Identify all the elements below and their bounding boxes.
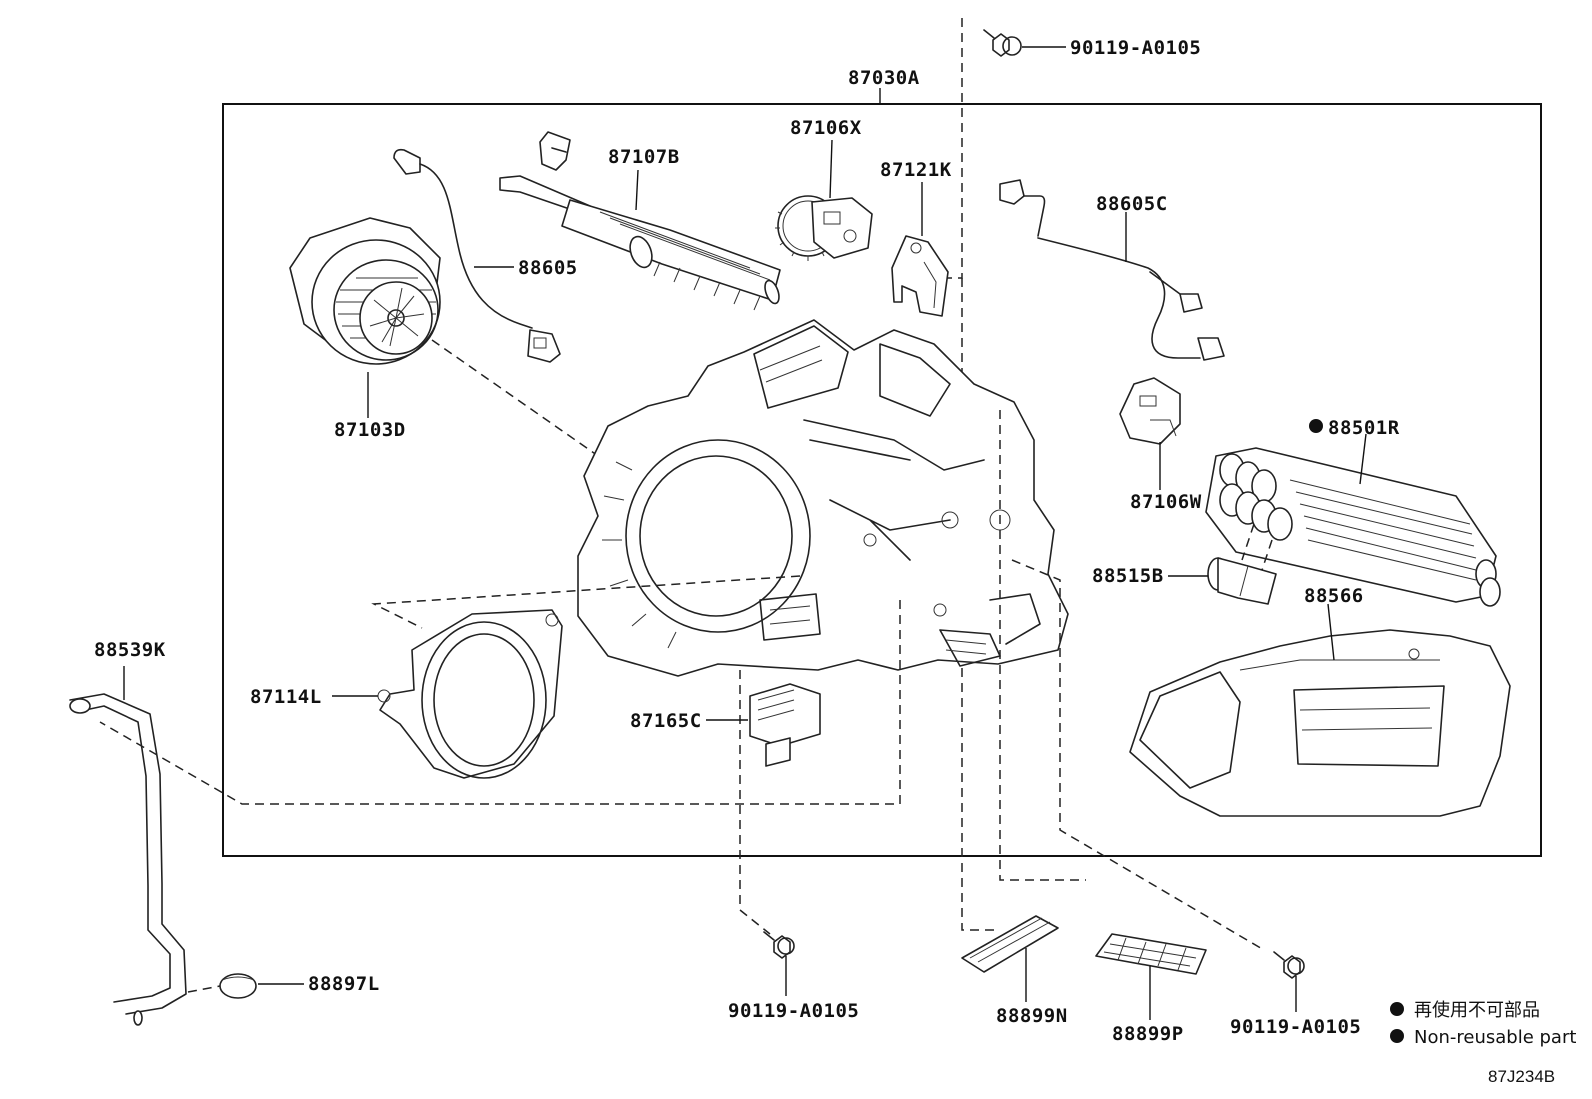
label-87107B[interactable]: 87107B: [608, 146, 680, 168]
ring-seal-87114L-icon: [377, 609, 563, 779]
wire-harness-88605-icon: [393, 148, 561, 363]
label-88605[interactable]: 88605: [518, 257, 578, 279]
label-bolt-bottom-right[interactable]: 90119-A0105: [1230, 1016, 1361, 1038]
label-88501R[interactable]: 88501R: [1328, 417, 1400, 439]
diagram-code: 87J234B: [1488, 1067, 1555, 1086]
bolt-bottom-left-icon: [763, 931, 795, 959]
label-88899N[interactable]: 88899N: [996, 1005, 1068, 1027]
label-87106W[interactable]: 87106W: [1130, 491, 1202, 513]
label-bolt-bottom-left[interactable]: 90119-A0105: [728, 1000, 859, 1022]
bracket-87121K-icon: [891, 235, 949, 317]
blower-controller-87165C-icon: [749, 683, 821, 767]
label-87030A[interactable]: 87030A: [848, 67, 920, 89]
lower-case-88566-icon: [1129, 629, 1511, 817]
filter-88899P-icon: [1095, 933, 1207, 975]
label-88566[interactable]: 88566: [1304, 585, 1364, 607]
wire-harness-88605C-icon: [999, 179, 1225, 361]
bolt-bottom-right-icon: [1273, 951, 1305, 979]
label-87165C[interactable]: 87165C: [630, 710, 702, 732]
legend-japanese: 再使用不可部品: [1414, 1000, 1540, 1021]
expansion-valve-88515B-icon: [1207, 557, 1277, 605]
label-87103D[interactable]: 87103D: [334, 419, 406, 441]
evaporator-88501R-icon: [1205, 447, 1501, 607]
ac-unit-housing-icon: [577, 319, 1069, 677]
blower-motor-87103D-icon: [289, 217, 441, 365]
assembly-frame: [222, 103, 1542, 857]
servo-motor-87106W-icon: [1119, 377, 1181, 445]
label-87106X[interactable]: 87106X: [790, 117, 862, 139]
non-reusable-mark-icon: [1309, 419, 1323, 433]
label-87121K[interactable]: 87121K: [880, 159, 952, 181]
legend-english: Non-reusable part: [1414, 1027, 1576, 1048]
plate-88899N-icon: [961, 915, 1059, 973]
legend-bullet-en-icon: [1390, 1029, 1404, 1043]
bolt-top-icon: [983, 29, 1022, 57]
label-bolt-top[interactable]: 90119-A0105: [1070, 37, 1201, 59]
label-88605C[interactable]: 88605C: [1096, 193, 1168, 215]
label-88539K[interactable]: 88539K: [94, 639, 166, 661]
legend-bullet-jp-icon: [1390, 1002, 1404, 1016]
label-88515B[interactable]: 88515B: [1092, 565, 1164, 587]
drain-hose-88539K-icon: [69, 693, 187, 1026]
label-87114L[interactable]: 87114L: [250, 686, 322, 708]
servo-motor-87106X-icon: [775, 195, 873, 261]
grommet-88897L-icon: [219, 973, 257, 999]
label-88899P[interactable]: 88899P: [1112, 1023, 1184, 1045]
label-88897L[interactable]: 88897L: [308, 973, 380, 995]
damper-door-87107B-icon: [499, 131, 781, 311]
